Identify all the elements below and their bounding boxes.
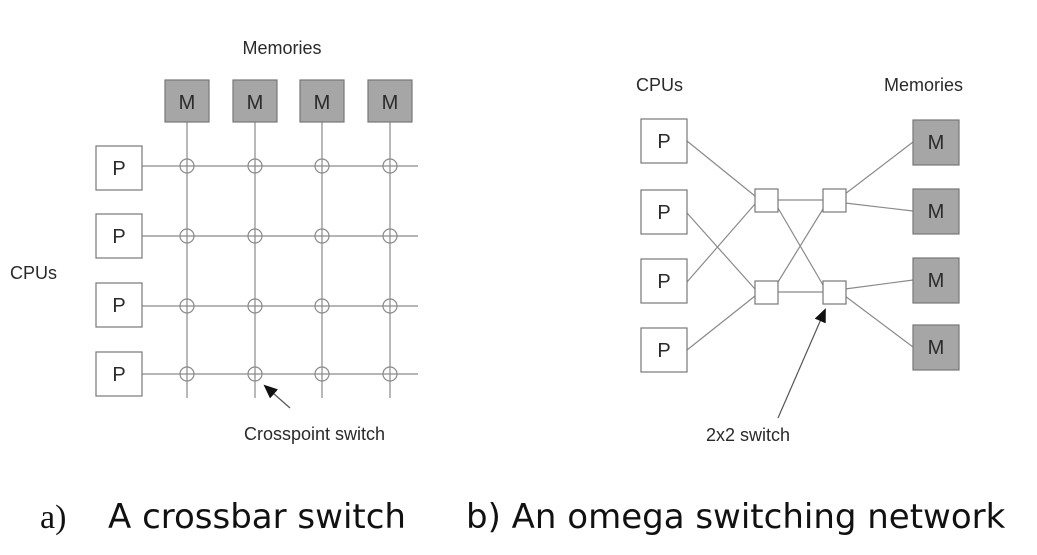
crosspoint-switch [314, 228, 330, 244]
omega-wire [844, 202, 914, 212]
crosspoint-switch [382, 158, 398, 174]
omega-cpu-label: P [657, 271, 670, 293]
crossbar-memory-label: M [382, 92, 399, 114]
crossbar-memories-label: Memories [242, 38, 321, 58]
crosspoint-switch [314, 158, 330, 174]
omega-cpu-label: P [657, 202, 670, 224]
omega-wire [844, 295, 914, 348]
omega-2x2-switch [822, 188, 847, 213]
omega-memory-box [912, 188, 960, 235]
omega-cpu-box [640, 327, 688, 373]
crosspoint-pointer-arrow [263, 384, 291, 409]
crosspoint-switch [179, 298, 195, 314]
omega-memory-label: M [928, 132, 945, 154]
omega-cpu-box [640, 258, 688, 304]
omega-memory-label: M [928, 201, 945, 223]
caption-b-text: b) An omega switching network [466, 497, 1006, 537]
omega-2x2-switch [822, 280, 847, 305]
crosspoint-switch [179, 366, 195, 382]
omega-wires [686, 140, 914, 351]
omega-wire [686, 140, 756, 197]
omega-memories-label: Memories [884, 75, 963, 95]
crosspoint-switch [382, 366, 398, 382]
crossbar-memory-box [164, 79, 210, 123]
omega-cpu-label: P [657, 131, 670, 153]
crossbar-memory-label: M [179, 92, 196, 114]
crossbar-cpu-box [95, 351, 143, 397]
crossbar-diagram: Memories CPUs [10, 38, 418, 444]
omega-memory-box [912, 257, 960, 304]
crossbar-cpu-box [95, 145, 143, 191]
omega-wire [686, 203, 756, 283]
crossbar-memory-label: M [247, 92, 264, 114]
crosspoint-switch [179, 158, 195, 174]
omega-cpu-box [640, 189, 688, 235]
omega-wire [777, 208, 824, 283]
omega-memory-label: M [928, 337, 945, 359]
switch-label: 2x2 switch [706, 425, 790, 445]
caption-a-text: A crossbar switch [108, 497, 406, 537]
crossbar-cpu-label: P [112, 158, 125, 180]
switch-pointer-arrow [777, 308, 826, 419]
omega-memory-box [912, 119, 960, 166]
crossbar-cpu-label: P [112, 226, 125, 248]
crossbar-row-wires [142, 165, 418, 375]
omega-wire [844, 141, 914, 195]
crossbar-cpu-box [95, 282, 143, 328]
crossbar-column-wires [186, 122, 391, 398]
crosspoint-switch [247, 228, 263, 244]
crosspoint-switch [247, 158, 263, 174]
crosspoint-switch [179, 228, 195, 244]
crosspoint-switch [314, 366, 330, 382]
omega-memory-box [912, 324, 960, 371]
crosspoint-switch [247, 298, 263, 314]
crossbar-memory-row: M M M M [164, 79, 413, 123]
crosspoint-switch [382, 228, 398, 244]
omega-cpu-label: P [657, 340, 670, 362]
omega-wire [844, 279, 914, 290]
crossbar-cpu-label: P [112, 295, 125, 317]
crossbar-memory-label: M [314, 92, 331, 114]
crossbar-cpu-label: P [112, 364, 125, 386]
omega-memory-column: M M M M [912, 119, 960, 371]
crosspoint-switch [382, 298, 398, 314]
omega-2x2-switch [754, 188, 779, 213]
omega-wire [686, 295, 756, 351]
omega-wire [686, 212, 756, 290]
crossbar-memory-box [367, 79, 413, 123]
crossbar-cpus-label: CPUs [10, 263, 57, 283]
caption-a-letter: a) [40, 499, 66, 536]
crosspoint-switch-label: Crosspoint switch [244, 424, 385, 444]
omega-cpu-column: P P P P [640, 118, 688, 373]
crossbar-memory-box [232, 79, 278, 123]
omega-diagram: CPUs Memories [636, 75, 963, 445]
omega-memory-label: M [928, 270, 945, 292]
crosspoint-switch [247, 366, 263, 382]
crosspoint-switch [314, 298, 330, 314]
crossbar-cpu-box [95, 213, 143, 259]
omega-2x2-switch [754, 280, 779, 305]
crossbar-memory-box [299, 79, 345, 123]
omega-cpus-label: CPUs [636, 75, 683, 95]
crossbar-crosspoints [179, 158, 398, 382]
omega-switches [754, 188, 847, 305]
omega-cpu-box [640, 118, 688, 164]
crossbar-cpu-column: P P P P [95, 145, 143, 397]
